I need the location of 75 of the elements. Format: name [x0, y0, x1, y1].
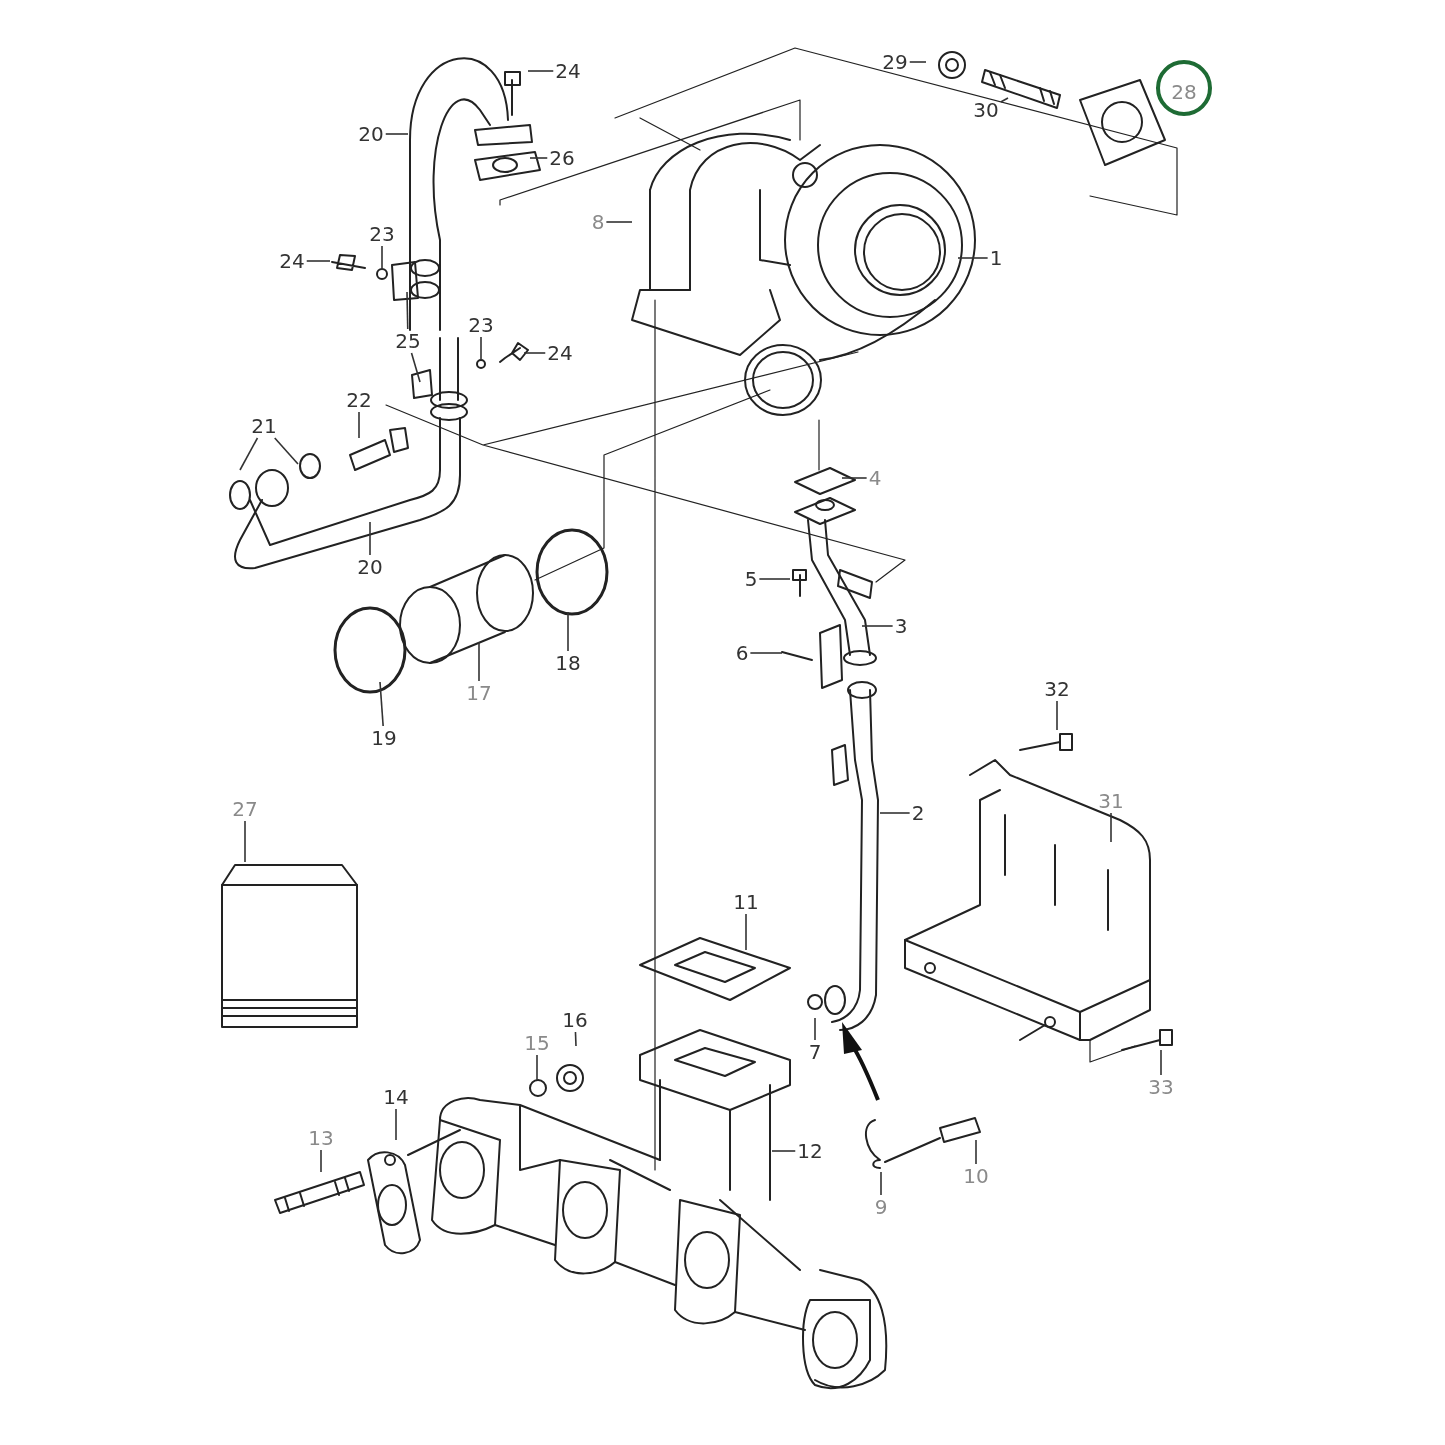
- leader-line: [527, 70, 555, 72]
- callout-number: 7: [808, 1041, 822, 1063]
- leader-line: [395, 1108, 397, 1141]
- callout-number: 14: [383, 1086, 409, 1108]
- callout-number: 26: [549, 147, 575, 169]
- callout-number: 31: [1098, 790, 1124, 812]
- leader-line: [384, 133, 409, 135]
- callout-number: 20: [358, 123, 384, 145]
- callout-number: 30: [973, 99, 999, 121]
- leader-line: [523, 352, 547, 354]
- callout-number: 29: [882, 51, 908, 73]
- leader-line: [908, 61, 927, 63]
- callout-number: 2: [911, 802, 925, 824]
- callout-number: 24: [555, 60, 581, 82]
- leader-line: [975, 1139, 977, 1165]
- leader-line: [814, 1017, 816, 1041]
- callout-number: 4: [868, 467, 882, 489]
- callout-number: 15: [524, 1032, 550, 1054]
- leader-line: [244, 820, 246, 863]
- leader-line: [879, 812, 911, 814]
- callout-number: 9: [874, 1196, 888, 1218]
- leader-line: [358, 411, 360, 439]
- leader-line: [239, 437, 259, 471]
- callout-number: 5: [744, 568, 758, 590]
- leader-line: [880, 1171, 882, 1196]
- leader-line: [758, 578, 791, 580]
- leader-line: [861, 625, 894, 627]
- callout-number: 6: [735, 642, 749, 664]
- leader-line: [1056, 700, 1058, 731]
- leader-line: [574, 1031, 577, 1047]
- callout-number: 24: [279, 250, 305, 272]
- leader-line: [478, 641, 480, 682]
- leader-line: [536, 1054, 538, 1081]
- leader-line: [771, 1150, 797, 1152]
- callout-number: 23: [468, 314, 494, 336]
- leader-line: [406, 291, 409, 330]
- leader-line: [1160, 1049, 1162, 1076]
- leader-line: [529, 157, 549, 159]
- callout-number: 16: [562, 1009, 588, 1031]
- callout-number: 25: [395, 330, 421, 352]
- callout-number: 27: [232, 798, 258, 820]
- callout-number: 22: [346, 389, 372, 411]
- callout-number: 13: [308, 1127, 334, 1149]
- callout-number: 32: [1044, 678, 1070, 700]
- callout-number: 8: [591, 211, 605, 233]
- leader-line: [605, 221, 633, 223]
- callout-number: 24: [547, 342, 573, 364]
- leader-line: [305, 260, 331, 262]
- callout-number: 21: [251, 415, 277, 437]
- leader-line: [567, 611, 569, 652]
- leader-line: [745, 913, 747, 951]
- leader-line: [749, 652, 783, 654]
- leader-line: [957, 257, 989, 259]
- callout-number: 10: [963, 1165, 989, 1187]
- leader-line: [379, 681, 384, 727]
- leader-line: [480, 336, 482, 361]
- leader-line: [1110, 812, 1112, 843]
- callout-number: 20: [357, 556, 383, 578]
- leader-line: [841, 477, 868, 479]
- leader-line: [369, 521, 371, 556]
- leader-line: [410, 352, 421, 383]
- leader-line: [381, 245, 383, 271]
- callout-number: 33: [1148, 1076, 1174, 1098]
- callout-number: 11: [733, 891, 759, 913]
- callout-number: 23: [369, 223, 395, 245]
- callout-number: 3: [894, 615, 908, 637]
- callout-number: 1: [989, 247, 1003, 269]
- callout-number: 28: [1156, 60, 1212, 116]
- callout-number: 19: [371, 727, 397, 749]
- callout-number: 18: [555, 652, 581, 674]
- leader-line: [320, 1149, 322, 1173]
- leader-line: [273, 437, 299, 465]
- leader-line: [999, 97, 1009, 103]
- callout-number: 17: [466, 682, 492, 704]
- callout-number: 12: [797, 1140, 823, 1162]
